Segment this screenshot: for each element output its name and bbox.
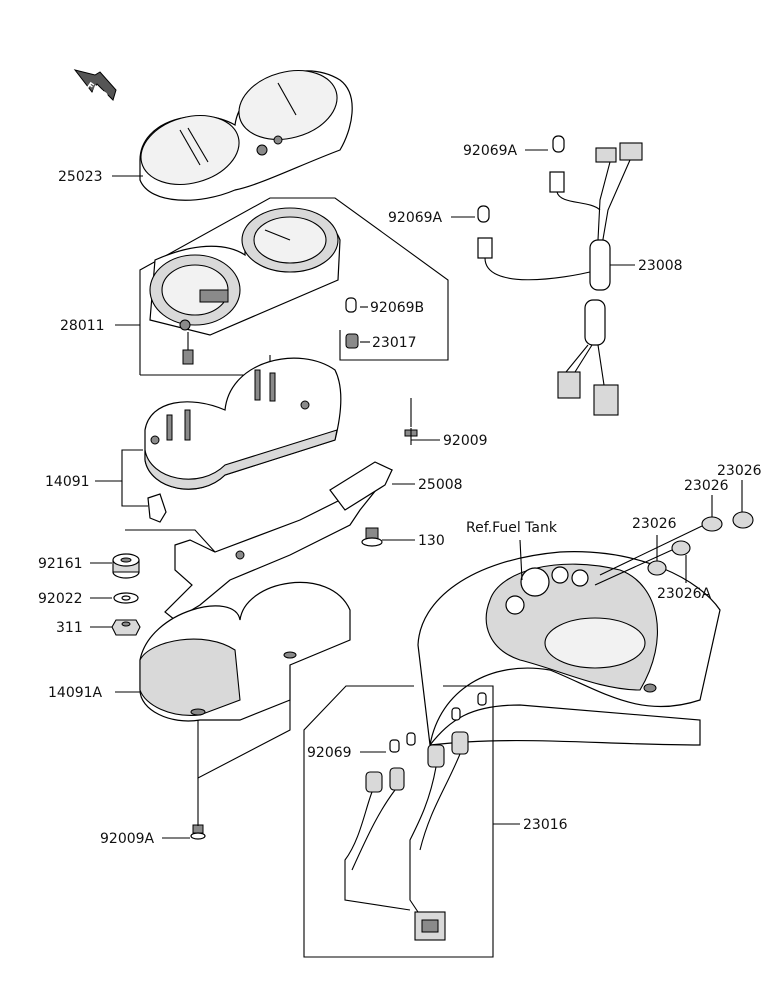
label-14091: 14091 <box>45 474 90 490</box>
meter-assembly-28011 <box>139 197 449 376</box>
nut-311 <box>111 619 141 636</box>
label-92069A-mid: 92069A <box>388 210 443 226</box>
label-23026A: 23026A <box>657 586 712 602</box>
label-92069A-top: 92069A <box>463 143 518 159</box>
wiring-harness-23008 <box>477 135 643 416</box>
label-23008: 23008 <box>638 258 683 274</box>
fwd-arrow-icon: FWD <box>73 69 117 103</box>
label-92161: 92161 <box>38 556 83 572</box>
washer-92022 <box>113 592 139 604</box>
label-28011: 28011 <box>60 318 105 334</box>
leader-lines <box>90 149 743 839</box>
label-23026-right: 23026 <box>717 463 762 479</box>
socket-23026-group <box>594 511 754 586</box>
bolt-130 <box>361 527 383 547</box>
meter-cover-25023 <box>139 70 353 201</box>
sub-harness-23016 <box>303 685 494 958</box>
label-130: 130 <box>418 533 445 549</box>
label-92022: 92022 <box>38 591 83 607</box>
fuel-tank-cover <box>417 551 721 746</box>
label-92009: 92009 <box>443 433 488 449</box>
label-14091A: 14091A <box>48 685 103 701</box>
label-25008: 25008 <box>418 477 463 493</box>
label-92009A: 92009A <box>100 831 155 847</box>
screw-92009 <box>404 398 418 445</box>
bracket-25008 <box>164 461 393 621</box>
label-23026-left: 23026 <box>632 516 677 532</box>
label-23017: 23017 <box>372 335 417 351</box>
lower-case-14091A <box>139 581 351 722</box>
grommet-92161 <box>112 553 140 579</box>
meter-case-14091 <box>144 357 342 523</box>
screw-92009A <box>190 805 206 840</box>
label-23016: 23016 <box>523 817 568 833</box>
label-311: 311 <box>56 620 83 636</box>
label-23026-mid: 23026 <box>684 478 729 494</box>
label-25023: 25023 <box>58 169 103 185</box>
label-92069B: 92069B <box>370 300 424 316</box>
label-ref-fuel-tank: Ref.Fuel Tank <box>466 520 558 536</box>
label-92069: 92069 <box>307 745 352 761</box>
